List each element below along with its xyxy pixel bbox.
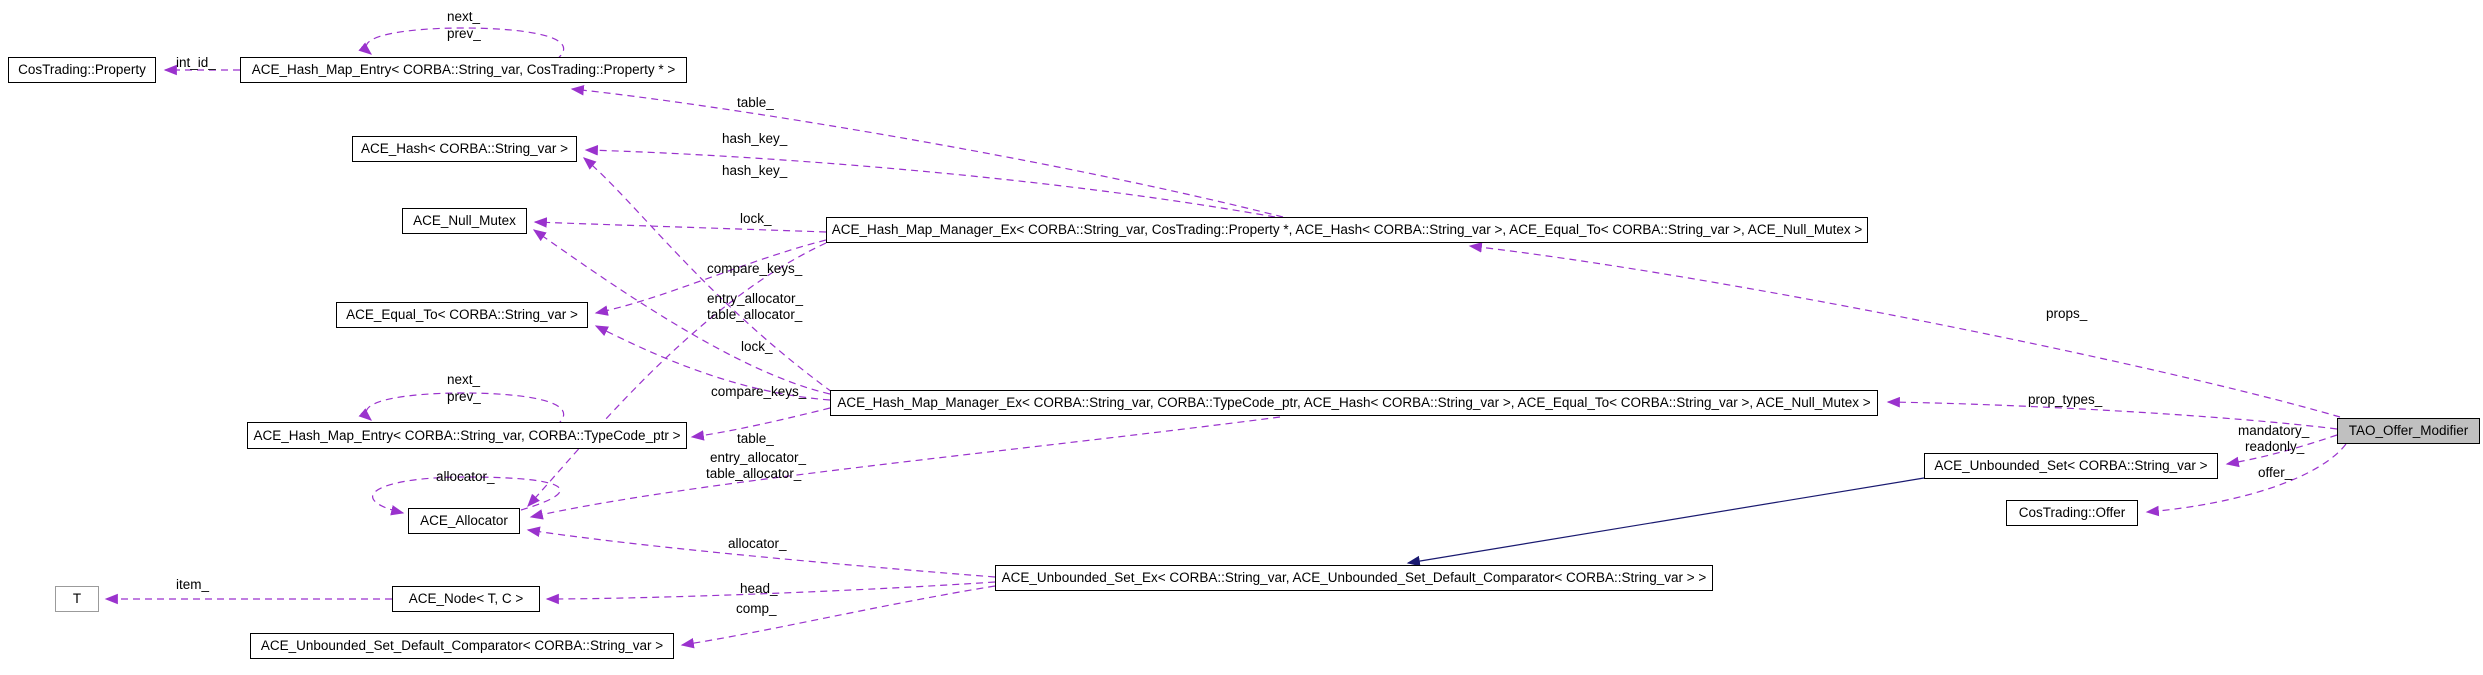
edge-offer <box>2145 443 2347 517</box>
edge-label-int-id: int_id_ <box>176 55 216 70</box>
edge-label-next: next_ <box>447 9 481 24</box>
edge-allocator-set-ex <box>526 526 996 578</box>
edge-label-mandatory: mandatory_ <box>2238 423 2310 438</box>
edge-entry-typecode-self-loop <box>358 392 565 427</box>
edge-label-table-allocator: table_allocator_ <box>707 307 803 322</box>
edge-label-lock: lock_ <box>741 339 773 354</box>
edge-table-property <box>570 84 1284 218</box>
class-box-ace-unbounded-set[interactable]: ACE_Unbounded_Set< CORBA::String_var > <box>1924 453 2218 479</box>
edge-label-hash-key: hash_key_ <box>722 131 788 146</box>
edge-lock-property <box>533 217 827 233</box>
edge-lock-typecode <box>532 229 831 395</box>
edge-prop-types <box>1886 396 2338 430</box>
class-box-hash-map-entry-typecode[interactable]: ACE_Hash_Map_Entry< CORBA::String_var, C… <box>247 422 687 449</box>
edge-hash-key-property <box>584 145 1276 218</box>
edge-comp <box>680 585 996 649</box>
edge-allocators-property <box>527 242 827 507</box>
class-box-ace-hash[interactable]: ACE_Hash< CORBA::String_var > <box>352 136 577 162</box>
class-box-costrading-offer[interactable]: CosTrading::Offer <box>2006 500 2138 526</box>
class-box-ace-node[interactable]: ACE_Node< T, C > <box>392 586 540 612</box>
edge-inheritance-unbounded-set <box>1406 477 1925 567</box>
edge-label-prev: prev_ <box>447 26 481 41</box>
edge-label-table: table_ <box>737 95 774 110</box>
edge-allocators-typecode <box>529 416 1281 520</box>
edge-label-head: head_ <box>740 581 778 596</box>
edge-label-item: item_ <box>176 577 210 592</box>
edge-label-comp: comp_ <box>736 601 777 616</box>
class-box-t-param: T <box>55 586 99 612</box>
edge-label-entry-allocator: entry_allocator_ <box>707 291 804 306</box>
edge-label-offer: offer_ <box>2258 465 2293 480</box>
edge-head <box>545 581 996 605</box>
edge-mandatory-readonly <box>2225 434 2338 468</box>
edge-label-hash-key: hash_key_ <box>722 163 788 178</box>
edge-label-table: table_ <box>737 431 774 446</box>
class-box-ace-unbounded-set-default-comparator[interactable]: ACE_Unbounded_Set_Default_Comparator< CO… <box>250 633 674 659</box>
class-box-ace-null-mutex[interactable]: ACE_Null_Mutex <box>402 208 527 234</box>
class-box-hash-map-manager-typecode[interactable]: ACE_Hash_Map_Manager_Ex< CORBA::String_v… <box>830 390 1878 416</box>
class-box-costrading-property[interactable]: CosTrading::Property <box>8 57 156 83</box>
edge-label-prop-types: prop_types_ <box>2028 392 2103 407</box>
edge-label-allocator: allocator_ <box>728 536 787 551</box>
edge-compare-keys-property <box>594 239 827 316</box>
edge-label-readonly: readonly_ <box>2245 439 2305 454</box>
edge-allocator-self-loop <box>372 476 561 516</box>
edge-label-allocator: allocator_ <box>436 469 495 484</box>
edge-label-prev: prev_ <box>447 389 481 404</box>
edge-label-entry-allocator: entry_allocator_ <box>710 450 807 465</box>
edge-label-props: props_ <box>2046 306 2088 321</box>
edge-label-lock: lock_ <box>740 211 772 226</box>
edge-entry-property-self-loop <box>358 27 565 61</box>
class-box-ace-allocator[interactable]: ACE_Allocator <box>408 508 520 534</box>
class-box-hash-map-entry-property[interactable]: ACE_Hash_Map_Entry< CORBA::String_var, C… <box>240 57 687 83</box>
edge-compare-keys-typecode <box>594 325 831 401</box>
class-box-hash-map-manager-property[interactable]: ACE_Hash_Map_Manager_Ex< CORBA::String_v… <box>826 217 1868 243</box>
edge-label-compare-keys: compare_keys_ <box>711 384 807 399</box>
edge-props <box>1468 242 2341 418</box>
class-box-ace-equal-to[interactable]: ACE_Equal_To< CORBA::String_var > <box>336 302 588 328</box>
class-box-ace-unbounded-set-ex[interactable]: ACE_Unbounded_Set_Ex< CORBA::String_var,… <box>995 565 1713 591</box>
class-box-tao-offer-modifier[interactable]: TAO_Offer_Modifier <box>2337 418 2480 444</box>
edge-label-table-allocator: table_allocator_ <box>706 466 802 481</box>
edge-label-next: next_ <box>447 372 481 387</box>
edge-label-compare-keys: compare_keys_ <box>707 261 803 276</box>
edge-table-typecode <box>690 407 831 441</box>
